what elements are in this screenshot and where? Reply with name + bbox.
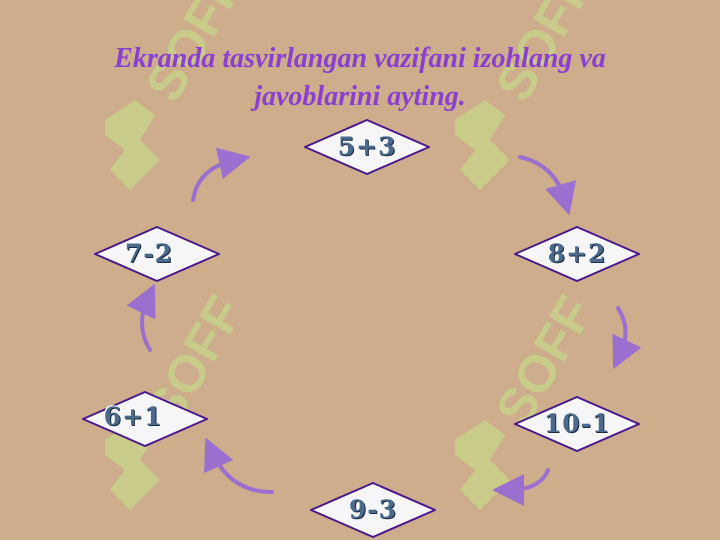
expression-label: 6+1: [103, 402, 163, 431]
arrow-top-to-right: [518, 155, 576, 216]
expression-left-upper: 7-2: [94, 226, 220, 282]
diamond-shape: [514, 226, 640, 282]
diamond-shape: [514, 396, 640, 452]
expression-label: 10-1: [543, 409, 611, 438]
arrow-right-down: [612, 306, 642, 370]
expression-label: 8+2: [547, 239, 607, 268]
expression-left-lower: 6+1: [82, 391, 208, 447]
expression-label: 5+3: [337, 132, 397, 161]
expression-label: 7-2: [124, 239, 174, 268]
arrow-left-up: [126, 283, 156, 352]
diamond-shape: [82, 391, 208, 447]
diamond-shape: [310, 482, 436, 538]
arrow-right-lower-to-bottom: [492, 468, 550, 506]
expression-label: 9-3: [348, 495, 398, 524]
arrow-left-to-top: [191, 147, 251, 202]
expression-bottom: 9-3: [310, 482, 436, 538]
diamond-shape: [94, 226, 220, 282]
arrow-bottom-to-left: [203, 437, 274, 494]
diamond-shape: [304, 119, 430, 175]
expression-right-upper: 8+2: [514, 226, 640, 282]
expression-right-lower: 10-1: [514, 396, 640, 452]
slide-title: Ekranda tasvirlangan vazifani izohlang v…: [114, 43, 606, 112]
expression-top: 5+3: [304, 119, 430, 175]
